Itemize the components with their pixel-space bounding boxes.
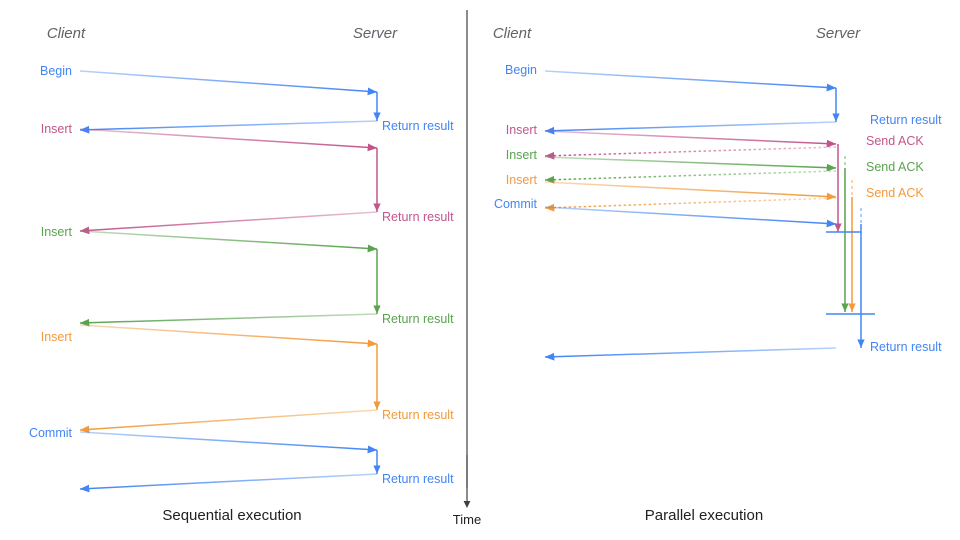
message-to-server: Begin: [505, 63, 837, 92]
lane-header-server: Server: [816, 25, 861, 42]
message-arrow: [79, 230, 378, 253]
message-to-server: Insert: [41, 122, 378, 152]
message-arrow: [544, 70, 837, 92]
message-label-begin: Begin: [40, 64, 72, 78]
message-arrow: [79, 409, 378, 434]
message-to-client: Return result: [79, 312, 454, 327]
message-to-client: Return result: [79, 119, 454, 134]
message-to-server: Commit: [29, 426, 378, 454]
message-arrow: [544, 170, 837, 184]
message-to-server: Insert: [506, 123, 837, 148]
time-axis-arrowhead: [463, 501, 471, 508]
message-to-server: Commit: [494, 197, 837, 228]
message-arrow: [79, 211, 378, 235]
message-label-insert: Insert: [506, 123, 538, 137]
message-label-insert: Insert: [41, 122, 73, 136]
message-arrow: [544, 206, 837, 228]
message-label-return-result: Return result: [382, 472, 454, 486]
message-arrow: [544, 197, 837, 212]
message-label-return-result: Return result: [382, 408, 454, 422]
message-label-return-result: Return result: [870, 340, 942, 354]
message-arrow: [79, 70, 378, 96]
message-to-client: Return result: [79, 210, 454, 235]
message-to-server: Insert: [506, 148, 837, 172]
message-to-client: Send ACK: [544, 160, 924, 184]
message-to-server: Insert: [506, 173, 837, 201]
message-to-client: Return result: [544, 340, 942, 361]
message-arrow: [544, 347, 837, 361]
panel-caption-parallel: Parallel execution: [645, 507, 763, 524]
message-arrow: [79, 473, 378, 493]
message-label-return-result: Return result: [870, 113, 942, 127]
message-to-client: Return result: [544, 113, 942, 135]
lane-header-client: Client: [493, 25, 532, 42]
message-label-send-ack: Send ACK: [866, 160, 924, 174]
message-to-server: Insert: [41, 225, 378, 253]
lane-header-client: Client: [47, 25, 86, 42]
message-arrow: [79, 313, 378, 327]
message-arrow: [544, 121, 837, 135]
message-arrow: [79, 128, 378, 152]
message-label-commit: Commit: [29, 426, 73, 440]
message-arrow: [79, 431, 378, 454]
message-label-insert: Insert: [506, 173, 538, 187]
message-to-client: Send ACK: [544, 186, 924, 212]
message-arrow: [544, 146, 837, 160]
message-label-send-ack: Send ACK: [866, 134, 924, 148]
message-arrow: [544, 181, 837, 201]
message-label-commit: Commit: [494, 197, 538, 211]
message-label-begin: Begin: [505, 63, 537, 77]
message-to-server: Insert: [41, 324, 378, 348]
time-axis: Time: [453, 455, 481, 527]
time-axis-label: Time: [453, 512, 481, 527]
message-to-client: Send ACK: [544, 134, 924, 160]
lane-header-server: Server: [353, 25, 398, 42]
message-label-return-result: Return result: [382, 312, 454, 326]
message-arrow: [544, 130, 837, 148]
message-label-return-result: Return result: [382, 210, 454, 224]
message-to-server: Begin: [40, 64, 378, 96]
panel-caption-sequential: Sequential execution: [162, 507, 301, 524]
message-label-send-ack: Send ACK: [866, 186, 924, 200]
message-arrow: [79, 324, 378, 348]
message-label-return-result: Return result: [382, 119, 454, 133]
message-arrow: [544, 156, 837, 172]
message-label-insert: Insert: [506, 148, 538, 162]
message-label-insert: Insert: [41, 330, 73, 344]
message-label-insert: Insert: [41, 225, 73, 239]
message-arrow: [79, 120, 378, 134]
message-to-client: Return result: [79, 408, 454, 434]
message-to-client: Return result: [79, 472, 454, 493]
